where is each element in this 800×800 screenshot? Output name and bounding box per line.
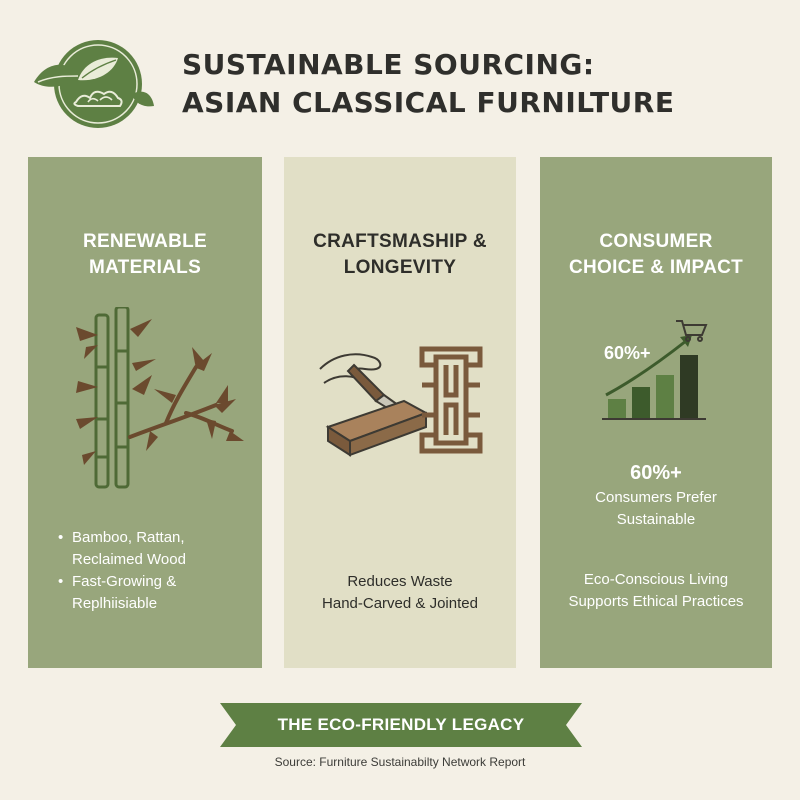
shopping-cart-icon [676, 320, 708, 342]
growth-bar-chart-icon [602, 320, 708, 420]
chart-bar-4 [680, 355, 698, 419]
chart-bar-1 [608, 399, 626, 419]
consumer-heading-line-1: CONSUMER [599, 231, 713, 252]
chart-bar-3 [656, 375, 674, 419]
list-item: Bamboo, Rattan, Reclaimed Wood [58, 527, 186, 571]
title-line-2: ASIAN CLASSICAL FURNILTURE [182, 86, 675, 119]
stat-line-2: Sustainable [616, 511, 696, 528]
lattice-icon [419, 346, 483, 454]
craftsmanship-heading: CRAFTSMASHIP & LONGEVITY [284, 229, 516, 281]
craftsmanship-panel: CRAFTSMASHIP & LONGEVITY Reduces Waste H… [284, 157, 516, 668]
page-title: SUSTAINABLE SOURCING: ASIAN CLASSICAL FU… [182, 46, 674, 122]
consumer-choice-panel: CONSUMER CHOICE & IMPACT 60%+ 60%+ Consu… [540, 157, 772, 668]
consumer-stat: 60%+ Consumers Prefer Sustainable [540, 459, 772, 531]
chart-percentage-label: 60%+ [604, 343, 651, 363]
stat-value: 60%+ [630, 462, 682, 484]
renewable-heading-line-2: MATERIALS [88, 257, 202, 278]
consumer-heading: CONSUMER CHOICE & IMPACT [540, 229, 772, 281]
hand-chisel-icon [319, 353, 429, 457]
title-line-1: SUSTAINABLE SOURCING: [182, 48, 595, 81]
craftsmanship-heading-line-1: CRAFTSMASHIP & [313, 231, 487, 252]
bullet-2-line-2: Replhiisiable [72, 595, 158, 612]
consumer-caption-line-1: Eco-Conscious Living [583, 571, 729, 588]
craftsmanship-heading-line-2: LONGEVITY [343, 257, 457, 278]
renewable-materials-panel: RENEWABLE MATERIALS Bamboo, Rattan, [28, 157, 262, 668]
chart-bar-2 [632, 387, 650, 419]
renewable-materials-heading: RENEWABLE MATERIALS [28, 229, 262, 281]
list-item: Fast-Growing & Replhiisiable [58, 571, 186, 615]
bullet-1-line-2: Reclaimed Wood [72, 551, 186, 568]
bullet-2-line-1: Fast-Growing & [72, 573, 177, 590]
consumer-caption: Eco-Conscious Living Supports Ethical Pr… [540, 569, 772, 613]
craftsmanship-caption: Reduces Waste Hand-Carved & Jointed [284, 571, 516, 615]
renewable-bullet-list: Bamboo, Rattan, Reclaimed Wood Fast-Grow… [58, 527, 186, 615]
leaf-cloud-emblem-icon [34, 40, 154, 128]
banner-label: THE ECO-FRIENDLY LEGACY [277, 715, 525, 734]
source-note: Source: Furniture Sustainabilty Network … [274, 755, 526, 769]
bamboo-icon [76, 307, 244, 489]
craftsmanship-caption-line-1: Reduces Waste [347, 573, 453, 590]
bullet-1-line-1: Bamboo, Rattan, [72, 529, 185, 546]
craftsmanship-caption-line-2: Hand-Carved & Jointed [322, 595, 478, 612]
ribbon-banner [220, 703, 582, 747]
stat-line-1: Consumers Prefer [595, 489, 717, 506]
consumer-caption-line-2: Supports Ethical Practices [568, 593, 744, 610]
renewable-heading-line-1: RENEWABLE [82, 231, 208, 252]
consumer-heading-line-2: CHOICE & IMPACT [568, 257, 744, 278]
